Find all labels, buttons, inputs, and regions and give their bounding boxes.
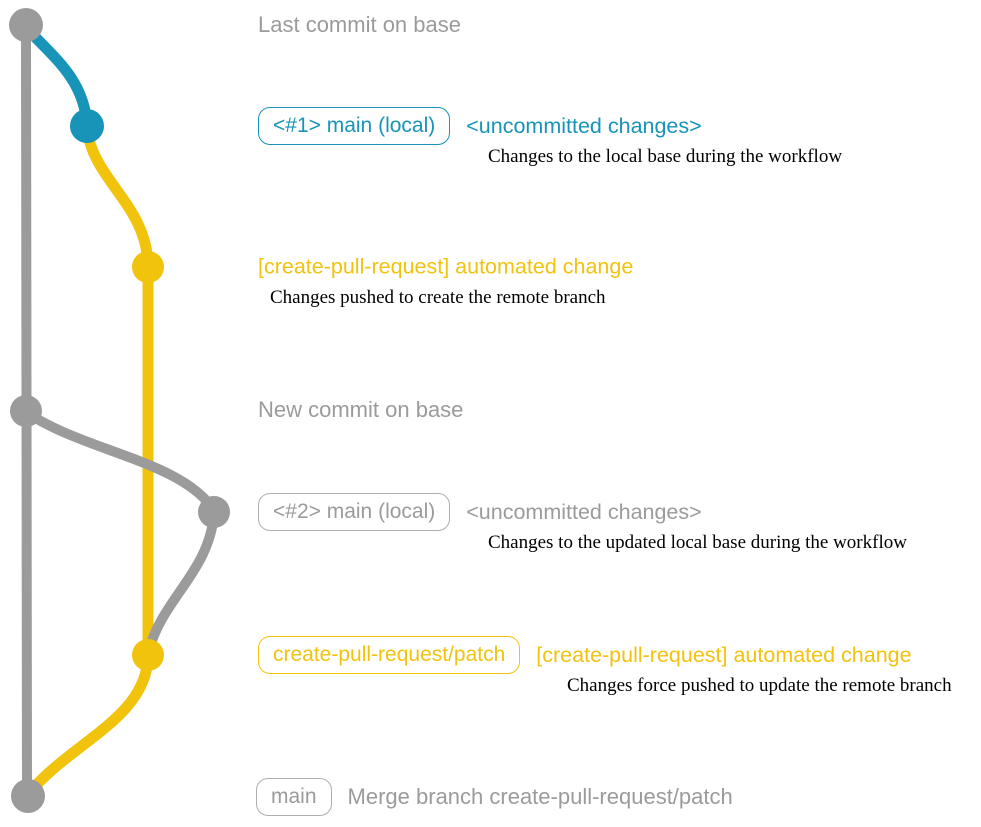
commit-merge <box>11 779 45 813</box>
desc-local-base-changes: Changes to the local base during the wor… <box>488 146 843 167</box>
annotation-new-commit: New commit on base <box>258 397 463 423</box>
branch-badge-main-local-1: <#1> main (local) <box>258 107 451 145</box>
merge-curve <box>24 651 154 798</box>
heading-uncommitted-changes-2: <uncommitted changes> <box>466 499 702 524</box>
desc-updated-local-base-changes: Changes to the updated local base during… <box>488 532 907 553</box>
commit-patch-2 <box>132 639 164 671</box>
annotation-last-commit-label: Last commit on base <box>258 12 461 37</box>
rebase-in-curve <box>144 509 219 655</box>
patch-branch-out-curve <box>81 122 154 273</box>
commit-last-base <box>9 8 43 42</box>
heading-automated-change-1: [create-pull-request] automated change <box>258 254 634 279</box>
annotation-merge-label: Merge branch create-pull-request/patch <box>347 784 733 809</box>
row-main-local-1: <#1> main (local) <uncommitted changes> <box>258 107 702 145</box>
desc-pushed-create-branch: Changes pushed to create the remote bran… <box>270 287 606 308</box>
commit-main-local-2 <box>198 496 230 528</box>
row-patch-2: create-pull-request/patch [create-pull-r… <box>258 636 912 674</box>
annotation-last-commit: Last commit on base <box>258 12 461 38</box>
branch-badge-patch: create-pull-request/patch <box>258 636 521 674</box>
annotation-new-commit-label: New commit on base <box>258 397 464 422</box>
branch-badge-main-local-2: <#2> main (local) <box>258 493 451 531</box>
desc-force-pushed-update-branch: Changes force pushed to update the remot… <box>567 675 952 696</box>
commit-new-base <box>10 395 42 427</box>
local-main-branch-curve <box>20 21 93 130</box>
row-merge: main Merge branch create-pull-request/pa… <box>256 778 733 816</box>
rebase-out-curve <box>21 407 219 515</box>
branch-badge-main: main <box>256 778 332 816</box>
commit-main-local-1 <box>70 109 104 143</box>
row-patch-1: [create-pull-request] automated change <box>258 255 633 280</box>
commit-patch-1 <box>132 251 164 283</box>
row-main-local-2: <#2> main (local) <uncommitted changes> <box>258 493 702 531</box>
heading-uncommitted-changes-1: <uncommitted changes> <box>466 113 702 138</box>
heading-automated-change-2: [create-pull-request] automated change <box>536 642 912 667</box>
